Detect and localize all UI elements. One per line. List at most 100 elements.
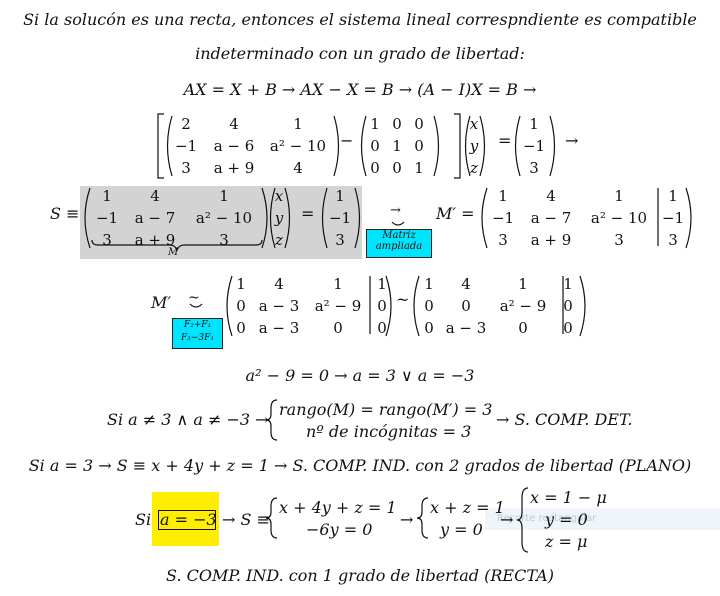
matrix-cell: 0 xyxy=(370,137,380,155)
matrix-cell: a − 7 xyxy=(134,209,176,227)
matrix-cell: a − 6 xyxy=(213,137,255,155)
matrix-cell: −1 xyxy=(328,209,352,227)
matrix-cell: 0 xyxy=(424,319,434,337)
matrix-cell: 1 xyxy=(424,275,434,293)
case3-si: Si xyxy=(135,510,152,529)
case3-sys1-r1: x + 4y + z = 1 xyxy=(279,498,397,517)
brace-sys3 xyxy=(516,487,529,553)
paren-b2-right xyxy=(354,187,361,249)
matrix-cell: 0 xyxy=(424,297,434,315)
matrix-cell: 0 xyxy=(461,297,471,315)
paren-M-right xyxy=(261,187,268,249)
intro-line-2: indeterminado con un grado de libertad: xyxy=(195,44,525,63)
brace-case1 xyxy=(265,399,278,441)
tag-line-1: Matriz xyxy=(382,230,416,241)
case3-sys3-r1: x = 1 − μ xyxy=(530,488,607,507)
matrix-cell: a − 7 xyxy=(530,209,572,227)
minus-sign: − xyxy=(340,131,354,150)
matrix-cell: y xyxy=(469,137,479,155)
mprime-row-label: M′ xyxy=(151,293,172,312)
matrix-cell: 3 xyxy=(335,231,345,249)
matrix-cell: 1 xyxy=(392,137,402,155)
matrix-cell: 1 xyxy=(518,275,528,293)
paren-Mp-right xyxy=(685,187,692,249)
matrix-cell: 0 xyxy=(392,115,402,133)
case3-sys3-r3: z = μ xyxy=(545,532,588,551)
matrix-M-highlight xyxy=(80,186,362,259)
matrix-cell: 4 xyxy=(274,275,284,293)
matrix-cell: −1 xyxy=(661,209,685,227)
matrix-cell: a² − 9 xyxy=(314,297,362,315)
matrix-cell: −1 xyxy=(491,209,515,227)
matrix-cell: 1 xyxy=(377,275,387,293)
paren-I-left xyxy=(360,115,367,177)
matrix-cell: 0 xyxy=(370,159,380,177)
matrix-cell: 3 xyxy=(668,231,678,249)
matrix-cell: a − 3 xyxy=(258,319,300,337)
matrix-cell: x xyxy=(469,115,479,133)
matrix-cell: −1 xyxy=(95,209,119,227)
matrix-cell: a² − 9 xyxy=(499,297,547,315)
case3-sys3-r2: y = 0 xyxy=(545,510,588,529)
matrix-cell: z xyxy=(275,231,283,249)
matrix-cell: 1 xyxy=(333,275,343,293)
case3-boxed-value: a = −3 xyxy=(160,510,217,529)
matrix-cell: 0 xyxy=(563,319,573,337)
paren-Mp-left xyxy=(481,187,488,249)
mprime-label: M′ = xyxy=(436,204,475,223)
paren-s2-right xyxy=(579,275,586,337)
case3-boxed-frame xyxy=(158,510,216,530)
case3-sys2-r1: x + z = 1 xyxy=(430,498,505,517)
paren-x1-right xyxy=(479,115,486,177)
equation-axb: AX = X + B → AX − X = B → (A − I)X = B → xyxy=(183,80,537,99)
matrix-cell: 1 xyxy=(498,187,508,205)
equiv-under: ~ xyxy=(188,290,200,306)
matrix-cell: a + 9 xyxy=(530,231,572,249)
brace-equiv xyxy=(189,303,203,308)
paren-I-right xyxy=(433,115,440,177)
matrix-cell: 0 xyxy=(414,115,424,133)
matrix-cell: a − 3 xyxy=(258,297,300,315)
equation-roots: a² − 9 = 0 → a = 3 ∨ a = −3 xyxy=(245,366,475,385)
matrix-cell: 3 xyxy=(498,231,508,249)
matrix-cell: 1 xyxy=(236,275,246,293)
brace-sys2 xyxy=(416,497,429,539)
brace-arrow-ampliada xyxy=(391,221,405,226)
paren-A-right xyxy=(333,115,340,177)
paren-s1-left xyxy=(226,275,233,337)
paren-x1-left xyxy=(464,115,471,177)
arrow-1: → xyxy=(565,131,579,150)
matrix-cell: 4 xyxy=(546,187,556,205)
matrix-cell: 3 xyxy=(614,231,624,249)
matrix-cell: 0 xyxy=(563,297,573,315)
matrix-cell: 1 xyxy=(563,275,573,293)
matrix-cell: x xyxy=(274,187,284,205)
matrix-cell: a + 9 xyxy=(213,159,255,177)
matrix-cell: 0 xyxy=(333,319,343,337)
right-square-bracket xyxy=(454,113,461,179)
matrix-cell: 1 xyxy=(370,115,380,133)
system-label: S ≡ xyxy=(50,204,80,223)
paren-s1-right xyxy=(385,275,392,337)
case1-suffix: → S. COMP. DET. xyxy=(496,410,633,429)
matrix-cell: 4 xyxy=(293,159,303,177)
matrix-cell: 0 xyxy=(236,319,246,337)
paren-b2-left xyxy=(321,187,328,249)
matrix-cell: 0 xyxy=(377,319,387,337)
matrix-cell: a² − 10 xyxy=(195,209,253,227)
tag-line-2: ampliada xyxy=(375,241,423,252)
matrix-cell: 4 xyxy=(150,187,160,205)
tag-row-ops: F₂+F₁ F₃−3F₁ xyxy=(172,318,223,349)
matrix-cell: 3 xyxy=(181,159,191,177)
case2-line: Si a = 3 → S ≡ x + 4y + z = 1 → S. COMP.… xyxy=(28,456,692,475)
matrix-cell: 0 xyxy=(414,137,424,155)
case-a-minus3-highlight xyxy=(152,492,219,546)
matrix-cell: 2 xyxy=(181,115,191,133)
brace-sys1 xyxy=(265,497,278,539)
case1-row1: rango(M) = rango(M′) = 3 xyxy=(279,400,493,419)
case3-sys1-r2: −6y = 0 xyxy=(306,520,373,539)
